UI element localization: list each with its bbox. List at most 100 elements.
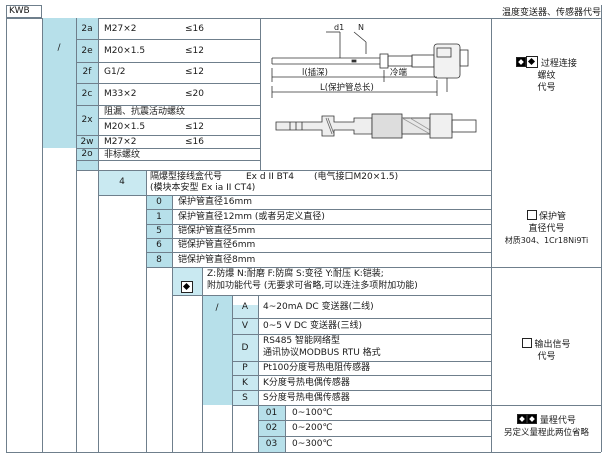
line <box>98 195 492 196</box>
col-stripe-6 <box>202 295 232 405</box>
line <box>172 195 173 452</box>
output-text: 0~5 V DC 变送器(三线) <box>263 321 362 331</box>
tube-text: 保护管直径16mm <box>178 197 252 207</box>
line <box>232 295 233 452</box>
tube-label: 保护管 直径代号 材质304、1Cr18Ni9Ti <box>492 210 601 247</box>
thread-slash: / <box>57 43 61 53</box>
thread-code: 2x <box>81 115 93 125</box>
line <box>76 160 260 161</box>
tube-text: 铠保护管直径8mm <box>178 255 256 265</box>
thread-label-1: 过程连接 <box>540 59 577 69</box>
code-pair-icon <box>517 414 528 424</box>
thread-spec: M27×2 <box>104 24 137 34</box>
line <box>146 238 491 239</box>
thread-spec-2: M20×1.5 <box>104 122 146 132</box>
junction-line1-c: (电气接口M20×1.5) <box>314 172 399 182</box>
thread-code: 2f <box>82 67 92 77</box>
output-code: V <box>241 321 249 331</box>
thread-spec: 非标螺纹 <box>104 150 141 160</box>
header-rule <box>6 18 601 19</box>
range-text: 0~100℃ <box>292 408 333 418</box>
label-insert-depth: l(插深) <box>302 67 328 78</box>
thread-spec: M20×1.5 <box>104 46 146 56</box>
line <box>76 39 260 40</box>
line <box>6 452 601 453</box>
range-code: 02 <box>265 423 278 433</box>
thread-code: 2a <box>81 24 93 34</box>
range-code: 01 <box>265 408 278 418</box>
line <box>76 105 260 106</box>
function-code-icon <box>181 276 193 293</box>
tube-code: 1 <box>156 212 162 222</box>
output-text: S分度号热电偶传感器 <box>263 393 350 403</box>
line <box>232 361 491 362</box>
line <box>42 18 43 452</box>
header-title: 温度变送器、传感器代号 <box>501 8 601 18</box>
range-label-2: 另定义量程此两位省略 <box>503 428 589 438</box>
thread-code: 2w <box>80 137 94 147</box>
thread-spec: 阻漏、抗震活动螺纹 <box>104 107 186 117</box>
line <box>172 295 491 296</box>
output-text-2: 通讯协议MODBUS RTU 格式 <box>263 348 381 358</box>
tube-text: 铠保护管直径6mm <box>178 240 256 250</box>
tube-code: 5 <box>156 226 162 236</box>
col-stripe-7 <box>232 305 258 405</box>
thread-label: 过程连接 螺纹 代号 <box>492 56 601 94</box>
thread-spec: M27×2 <box>104 137 137 147</box>
output-text: 4~20mA DC 变送器(二线) <box>263 302 374 312</box>
tube-label-3: 材质304、1Cr18Ni9Ti <box>504 236 589 245</box>
line <box>232 334 491 335</box>
output-label-1: 输出信号 <box>534 340 571 350</box>
output-slash: / <box>215 303 219 313</box>
tube-code: 0 <box>156 197 162 207</box>
range-text: 0~200℃ <box>292 423 333 433</box>
line <box>76 148 260 149</box>
output-text: RS485 智能网络型 <box>263 336 341 346</box>
line <box>146 267 601 268</box>
thread-dia: ≤12 <box>185 67 204 77</box>
line <box>76 135 260 136</box>
thread-label-2: 螺纹 <box>537 71 556 81</box>
line <box>232 375 491 376</box>
thread-dia: ≤12 <box>185 122 204 132</box>
range-code: 03 <box>265 439 278 449</box>
sensor-diagram: d1 N l(插深) 冷端 L(保护管总长) <box>271 23 477 139</box>
col-stripe-3 <box>98 170 146 195</box>
col-stripe-8 <box>258 405 285 452</box>
range-label-1: 量程代号 <box>539 416 576 426</box>
line <box>232 405 601 406</box>
junction-line1-b: Ex d II BT4 <box>246 172 295 182</box>
thread-spec: G1/2 <box>104 67 126 77</box>
output-code: P <box>242 363 248 373</box>
junction-code: 4 <box>119 177 125 187</box>
tube-label-2: 直径代号 <box>528 224 565 234</box>
line <box>76 83 260 84</box>
line <box>76 170 492 171</box>
junction-line1-a: 隔爆型接线盒代号 <box>150 172 223 182</box>
line <box>232 390 491 391</box>
output-code: A <box>241 302 249 312</box>
output-label-2: 代号 <box>537 352 556 362</box>
thread-code: 2o <box>81 149 93 159</box>
thread-dia: ≤16 <box>185 24 204 34</box>
thread-dia: ≤20 <box>185 89 204 99</box>
thread-label-3: 代号 <box>537 83 556 93</box>
line <box>146 209 491 210</box>
function-line2: 附加功能代号 (无要求可省略,可以连注多项附加功能) <box>207 281 418 291</box>
empty-box-icon <box>522 338 533 348</box>
line <box>146 170 147 452</box>
output-code: D <box>241 343 249 353</box>
output-text: K分度号热电偶传感器 <box>263 378 350 388</box>
line <box>6 5 7 452</box>
thread-dia: ≤12 <box>185 46 204 56</box>
col-stripe-1 <box>42 18 76 148</box>
model-code: KWB <box>9 6 30 16</box>
line <box>260 18 261 170</box>
code-pair-icon <box>516 57 527 67</box>
label-n: N <box>358 23 364 32</box>
tube-code: 8 <box>156 255 162 265</box>
tube-code: 6 <box>156 240 162 250</box>
thread-dia: ≤16 <box>185 137 204 147</box>
thread-code: 2e <box>81 46 93 56</box>
output-label: 输出信号 代号 <box>492 338 601 363</box>
